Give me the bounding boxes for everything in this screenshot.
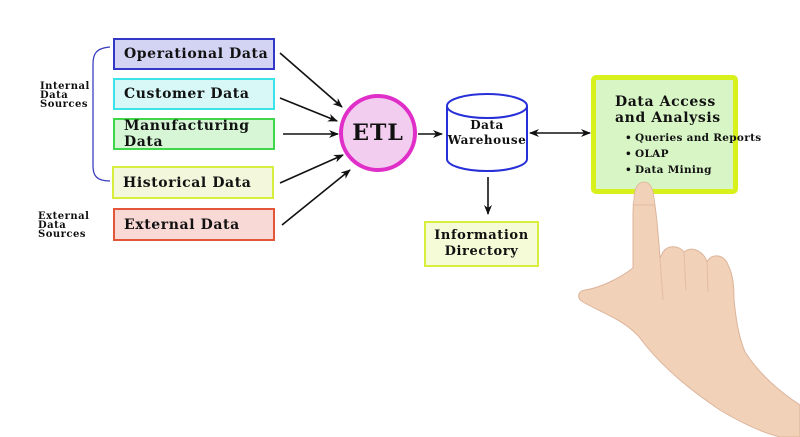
warehouse-label-line: Warehouse <box>447 133 527 147</box>
arrow-historical-to-etl <box>279 154 344 184</box>
group-label-line: External <box>38 211 90 222</box>
source-manufacturing-data: Manufacturing Data <box>113 118 275 150</box>
data-access-analysis-node: Data Access and Analysis Queries and Rep… <box>591 75 761 194</box>
access-items-list: Queries and Reports OLAP Data Mining <box>625 130 761 178</box>
arrow-operational-to-etl <box>279 52 343 108</box>
group-label-line: Internal <box>40 81 90 92</box>
access-title-line: Data Access <box>615 94 716 110</box>
access-item: OLAP <box>625 146 733 162</box>
group-label-line: Data <box>38 220 67 231</box>
data-warehouse-cylinder-icon <box>446 93 528 172</box>
etl-label: ETL <box>352 120 404 146</box>
arrow-external-to-etl <box>281 169 351 226</box>
source-label: Customer Data <box>124 86 250 102</box>
access-title-line: and Analysis <box>615 110 721 126</box>
warehouse-label-line: Data <box>470 118 504 132</box>
info-directory-label-line: Information <box>434 228 529 243</box>
arrow-customer-to-etl <box>279 97 338 122</box>
source-customer-data: Customer Data <box>113 78 275 110</box>
group-label-line: Sources <box>38 229 87 240</box>
access-item: Data Mining <box>625 162 733 178</box>
group-label-line: Data <box>40 90 69 101</box>
source-label: External Data <box>124 216 240 233</box>
source-external-data: External Data <box>113 208 275 241</box>
internal-sources-bracket <box>92 46 111 182</box>
info-directory-label-line: Directory <box>444 244 519 259</box>
access-item: Queries and Reports <box>625 130 761 146</box>
external-data-sources-label: External Data Sources <box>38 211 90 240</box>
source-label: Historical Data <box>123 174 252 191</box>
source-label: Manufacturing Data <box>124 118 250 150</box>
pointing-hand-image <box>578 191 800 437</box>
source-operational-data: Operational Data <box>113 38 275 70</box>
etl-node: ETL <box>339 94 417 172</box>
group-label-line: Sources <box>40 99 89 110</box>
data-warehouse-label: Data Warehouse <box>447 118 527 148</box>
source-label: Operational Data <box>124 46 269 62</box>
access-title: Data Access and Analysis <box>615 94 733 126</box>
source-historical-data: Historical Data <box>112 166 274 199</box>
information-directory-node: Information Directory <box>424 221 539 267</box>
internal-data-sources-label: Internal Data Sources <box>40 81 90 110</box>
